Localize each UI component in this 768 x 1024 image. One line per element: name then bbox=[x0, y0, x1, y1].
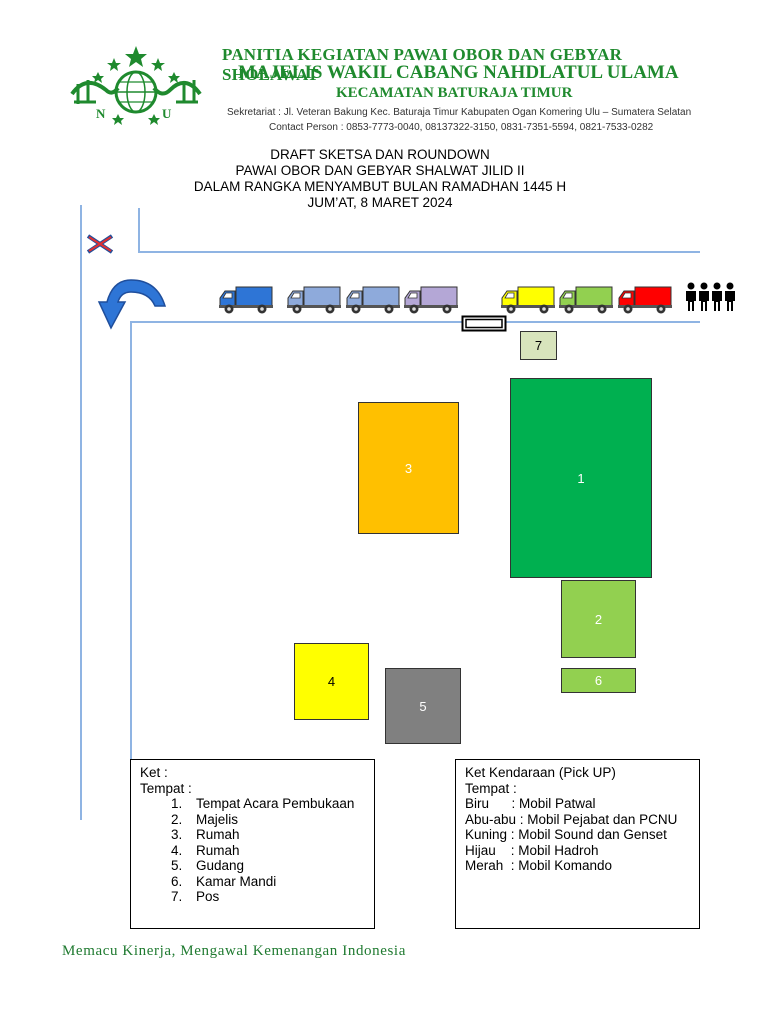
legend-vehicle-item: Kuning : Mobil Sound dan Genset bbox=[465, 827, 667, 842]
legend-place-item: Pos bbox=[186, 889, 365, 905]
header-district: KECAMATAN BATURAJA TIMUR bbox=[336, 85, 573, 101]
truck-green-icon bbox=[558, 285, 614, 320]
people-group-icon bbox=[685, 282, 737, 317]
logo-letter-n: N bbox=[96, 106, 106, 121]
legend-place-item: Kamar Mandi bbox=[186, 874, 365, 890]
logo-letter-u: U bbox=[162, 106, 172, 121]
title-line-3: DALAM RANGKA MENYAMBUT BULAN RAMADHAN 14… bbox=[193, 179, 567, 194]
legend-vehicles: Ket Kendaraan (Pick UP) Tempat : Biru : … bbox=[455, 759, 700, 929]
road-line-top-horizontal bbox=[138, 251, 700, 253]
barrier-icon bbox=[461, 315, 507, 337]
truck-purple-icon bbox=[403, 285, 459, 320]
legend-place-item: Tempat Acara Pembukaan bbox=[186, 796, 365, 812]
legend-place-item: Rumah bbox=[186, 843, 365, 859]
building-7-pos: 7 bbox=[520, 331, 557, 360]
nu-logo: N U bbox=[66, 44, 206, 126]
title-line-2: PAWAI OBOR DAN GEBYAR SHALWAT JILID II bbox=[235, 163, 525, 178]
header-address: Sekretariat : Jl. Veteran Bakung Kec. Ba… bbox=[227, 107, 692, 118]
truck-grey-2-icon bbox=[345, 285, 401, 320]
legend-places-list: Tempat Acara Pembukaan Majelis Rumah Rum… bbox=[140, 796, 365, 905]
legend-place-item: Gudang bbox=[186, 858, 365, 874]
building-2-majelis: 2 bbox=[561, 580, 636, 658]
legend-vehicle-item: Biru : Mobil Patwal bbox=[465, 796, 596, 811]
road-line-inner-horizontal bbox=[130, 321, 700, 323]
road-line-inner-vertical bbox=[130, 321, 132, 759]
building-5-gudang: 5 bbox=[385, 668, 461, 744]
legend-vehicle-item: Merah : Mobil Komando bbox=[465, 858, 613, 873]
legend-places: Ket : Tempat : Tempat Acara Pembukaan Ma… bbox=[130, 759, 375, 929]
footer-slogan: Memacu Kinerja, Mengawal Kemenangan Indo… bbox=[62, 943, 406, 959]
legend-places-subtitle: Tempat : bbox=[140, 780, 192, 796]
legend-vehicle-item: Hijau : Mobil Hadroh bbox=[465, 842, 599, 858]
truck-yellow-icon bbox=[500, 285, 556, 320]
building-6-kamar-mandi: 6 bbox=[561, 668, 636, 693]
legend-vehicle-item: Abu-abu : Mobil Pejabat dan PCNU bbox=[465, 811, 678, 827]
document-title: DRAFT SKETSA DAN ROUNDOWN PAWAI OBOR DAN… bbox=[150, 147, 610, 211]
turn-arrow-icon bbox=[97, 276, 169, 337]
legend-places-title: Ket : bbox=[140, 765, 168, 780]
truck-blue-icon bbox=[218, 285, 274, 320]
road-line-left-outer bbox=[80, 205, 82, 820]
legend-vehicles-subtitle: Tempat : bbox=[465, 780, 517, 796]
legend-place-item: Rumah bbox=[186, 827, 365, 843]
title-line-1: DRAFT SKETSA DAN ROUNDOWN bbox=[270, 147, 490, 162]
legend-place-item: Majelis bbox=[186, 812, 365, 828]
truck-red-icon bbox=[617, 285, 673, 320]
legend-vehicles-title: Ket Kendaraan (Pick UP) bbox=[465, 765, 616, 780]
title-line-4: JUM’AT, 8 MARET 2024 bbox=[307, 195, 453, 210]
blocked-cross-icon bbox=[85, 233, 115, 260]
header-organization: MAJELIS WAKIL CABANG NAHDLATUL ULAMA bbox=[238, 62, 679, 83]
building-4-rumah: 4 bbox=[294, 643, 369, 720]
truck-grey-1-icon bbox=[286, 285, 342, 320]
header-committee: PANITIA KEGIATAN PAWAI OBOR DAN GEBYAR S… bbox=[222, 45, 623, 84]
building-1-tempat-acara: 1 bbox=[510, 378, 652, 578]
road-line-top-vertical bbox=[138, 208, 140, 252]
building-3-rumah: 3 bbox=[358, 402, 459, 534]
header-contact: Contact Person : 0853-7773-0040, 0813732… bbox=[269, 122, 654, 133]
